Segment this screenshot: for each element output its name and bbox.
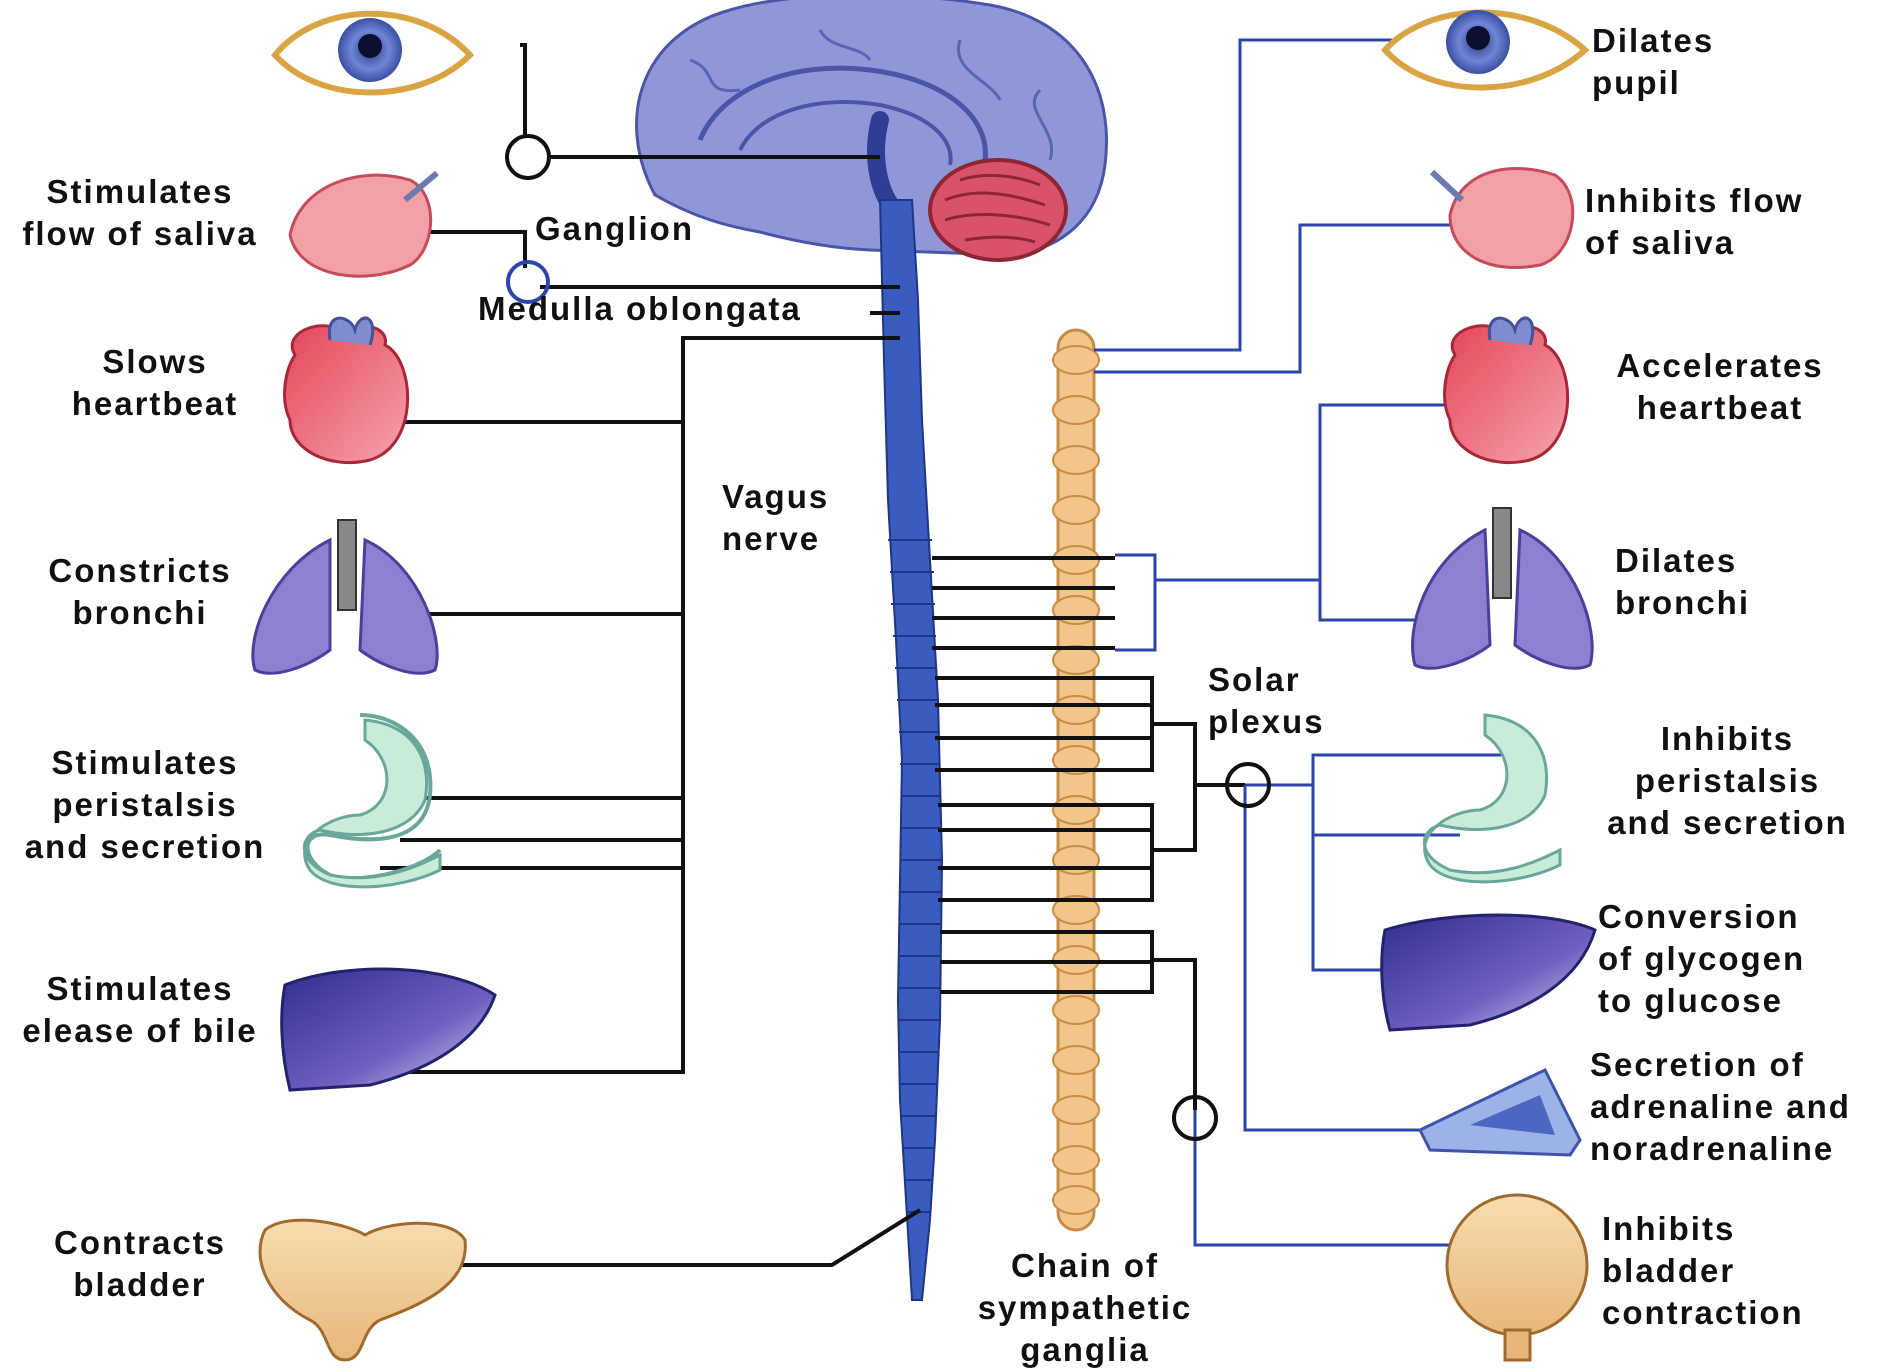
label-sympathetic-chain: Chain of sympathetic ganglia xyxy=(955,1245,1215,1371)
label-slows-heartbeat: Slows heartbeat xyxy=(30,341,280,425)
label-contracts-bladder: Contracts bladder xyxy=(20,1222,260,1306)
adrenal-gland-icon xyxy=(1420,1070,1580,1155)
label-inhibits-peristalsis: Inhibits peristalsis and secretion xyxy=(1585,718,1870,844)
label-vagus-nerve: Vagus nerve xyxy=(722,476,829,560)
label-inhibits-bladder: Inhibits bladder contraction xyxy=(1602,1208,1804,1334)
heart-icon xyxy=(285,318,408,463)
heart-icon-right xyxy=(1445,318,1568,463)
label-dilates-pupil: Dilates pupil xyxy=(1592,20,1714,104)
lungs-icon-right xyxy=(1413,508,1593,668)
bladder-icon-right xyxy=(1447,1195,1587,1360)
brain xyxy=(637,0,1107,260)
eye-icon-right xyxy=(1385,10,1585,88)
eye-icon xyxy=(275,14,470,93)
salivary-gland-icon xyxy=(290,173,437,276)
label-dilates-bronchi: Dilates bronchi xyxy=(1615,540,1750,624)
label-solar-plexus: Solar plexus xyxy=(1208,659,1325,743)
label-stimulates-saliva: Stimulates flow of saliva xyxy=(0,171,280,255)
liver-icon-right xyxy=(1382,915,1595,1030)
label-accelerates-heartbeat: Accelerates heartbeat xyxy=(1590,345,1850,429)
label-glycogen-conversion: Conversion of glycogen to glucose xyxy=(1598,896,1805,1022)
spinal-cord xyxy=(880,200,942,1300)
label-stimulates-bile: Stimulates elease of bile xyxy=(0,968,280,1052)
label-inhibits-saliva: Inhibits flow of saliva xyxy=(1585,180,1803,264)
label-adrenaline-secretion: Secretion of adrenaline and noradrenalin… xyxy=(1590,1044,1851,1170)
label-ganglion: Ganglion xyxy=(535,208,694,250)
label-medulla-oblongata: Medulla oblongata xyxy=(478,288,802,330)
stomach-icon xyxy=(304,715,440,887)
salivary-gland-icon-right xyxy=(1432,168,1573,267)
lungs-icon xyxy=(253,520,437,673)
ganglion-eye xyxy=(507,136,549,178)
label-stimulates-peristalsis: Stimulates peristalsis and secretion xyxy=(0,742,290,868)
bladder-icon xyxy=(260,1220,465,1360)
sympathetic-chain xyxy=(1053,330,1099,1230)
label-constricts-bronchi: Constricts bronchi xyxy=(10,550,270,634)
stomach-icon-right xyxy=(1424,715,1560,882)
